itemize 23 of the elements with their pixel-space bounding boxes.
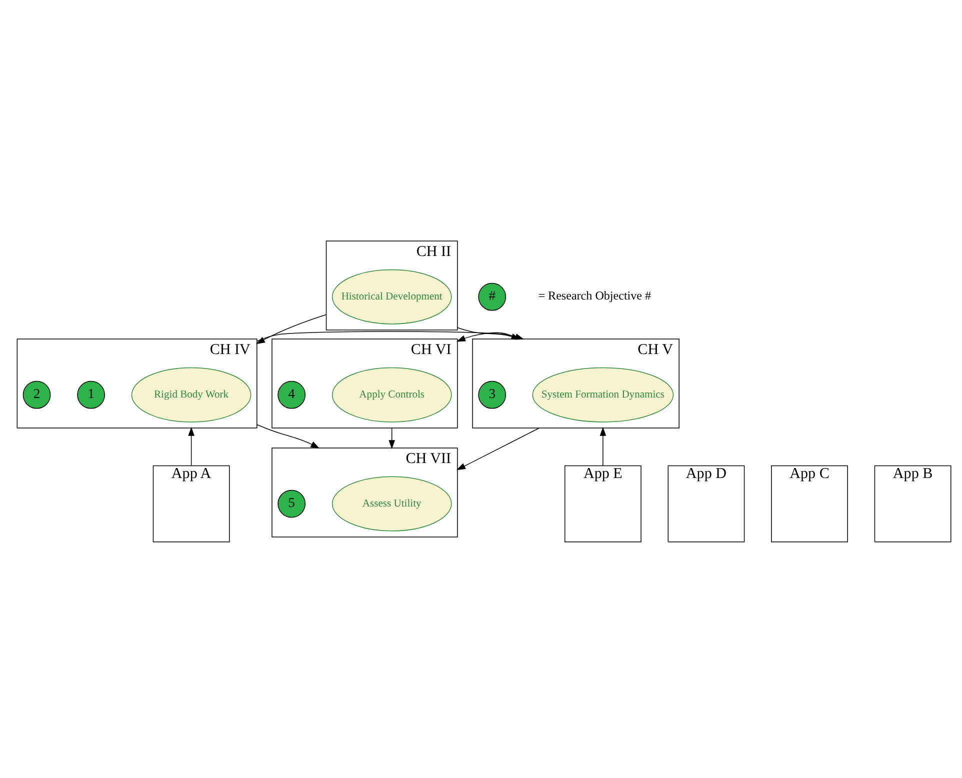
node-ellipse: System Formation Dynamics xyxy=(532,367,674,422)
node-box: App B xyxy=(874,465,952,542)
node-box: App E xyxy=(564,465,642,542)
label: = Research Objective # xyxy=(538,288,652,303)
arrow xyxy=(256,314,327,344)
arrow xyxy=(256,424,320,449)
arrow xyxy=(456,428,540,470)
node-ellipse: Rigid Body Work xyxy=(131,367,252,422)
node-circle: 4 xyxy=(278,380,306,409)
node-ellipse: Apply Controls xyxy=(332,367,452,422)
node-circle: 1 xyxy=(77,380,105,409)
node-box: App D xyxy=(668,465,745,542)
node-circle: 5 xyxy=(278,490,306,518)
node-circle: 2 xyxy=(22,380,51,409)
node-box: App C xyxy=(771,465,848,542)
node-ellipse: Historical Development xyxy=(332,269,452,324)
node-circle: 3 xyxy=(478,380,506,409)
node-box: App A xyxy=(152,465,230,542)
arrow xyxy=(388,428,396,450)
arrow xyxy=(600,426,606,466)
node-circle: # xyxy=(478,282,506,311)
node-ellipse: Assess Utility xyxy=(332,476,452,532)
arrow xyxy=(188,426,194,466)
